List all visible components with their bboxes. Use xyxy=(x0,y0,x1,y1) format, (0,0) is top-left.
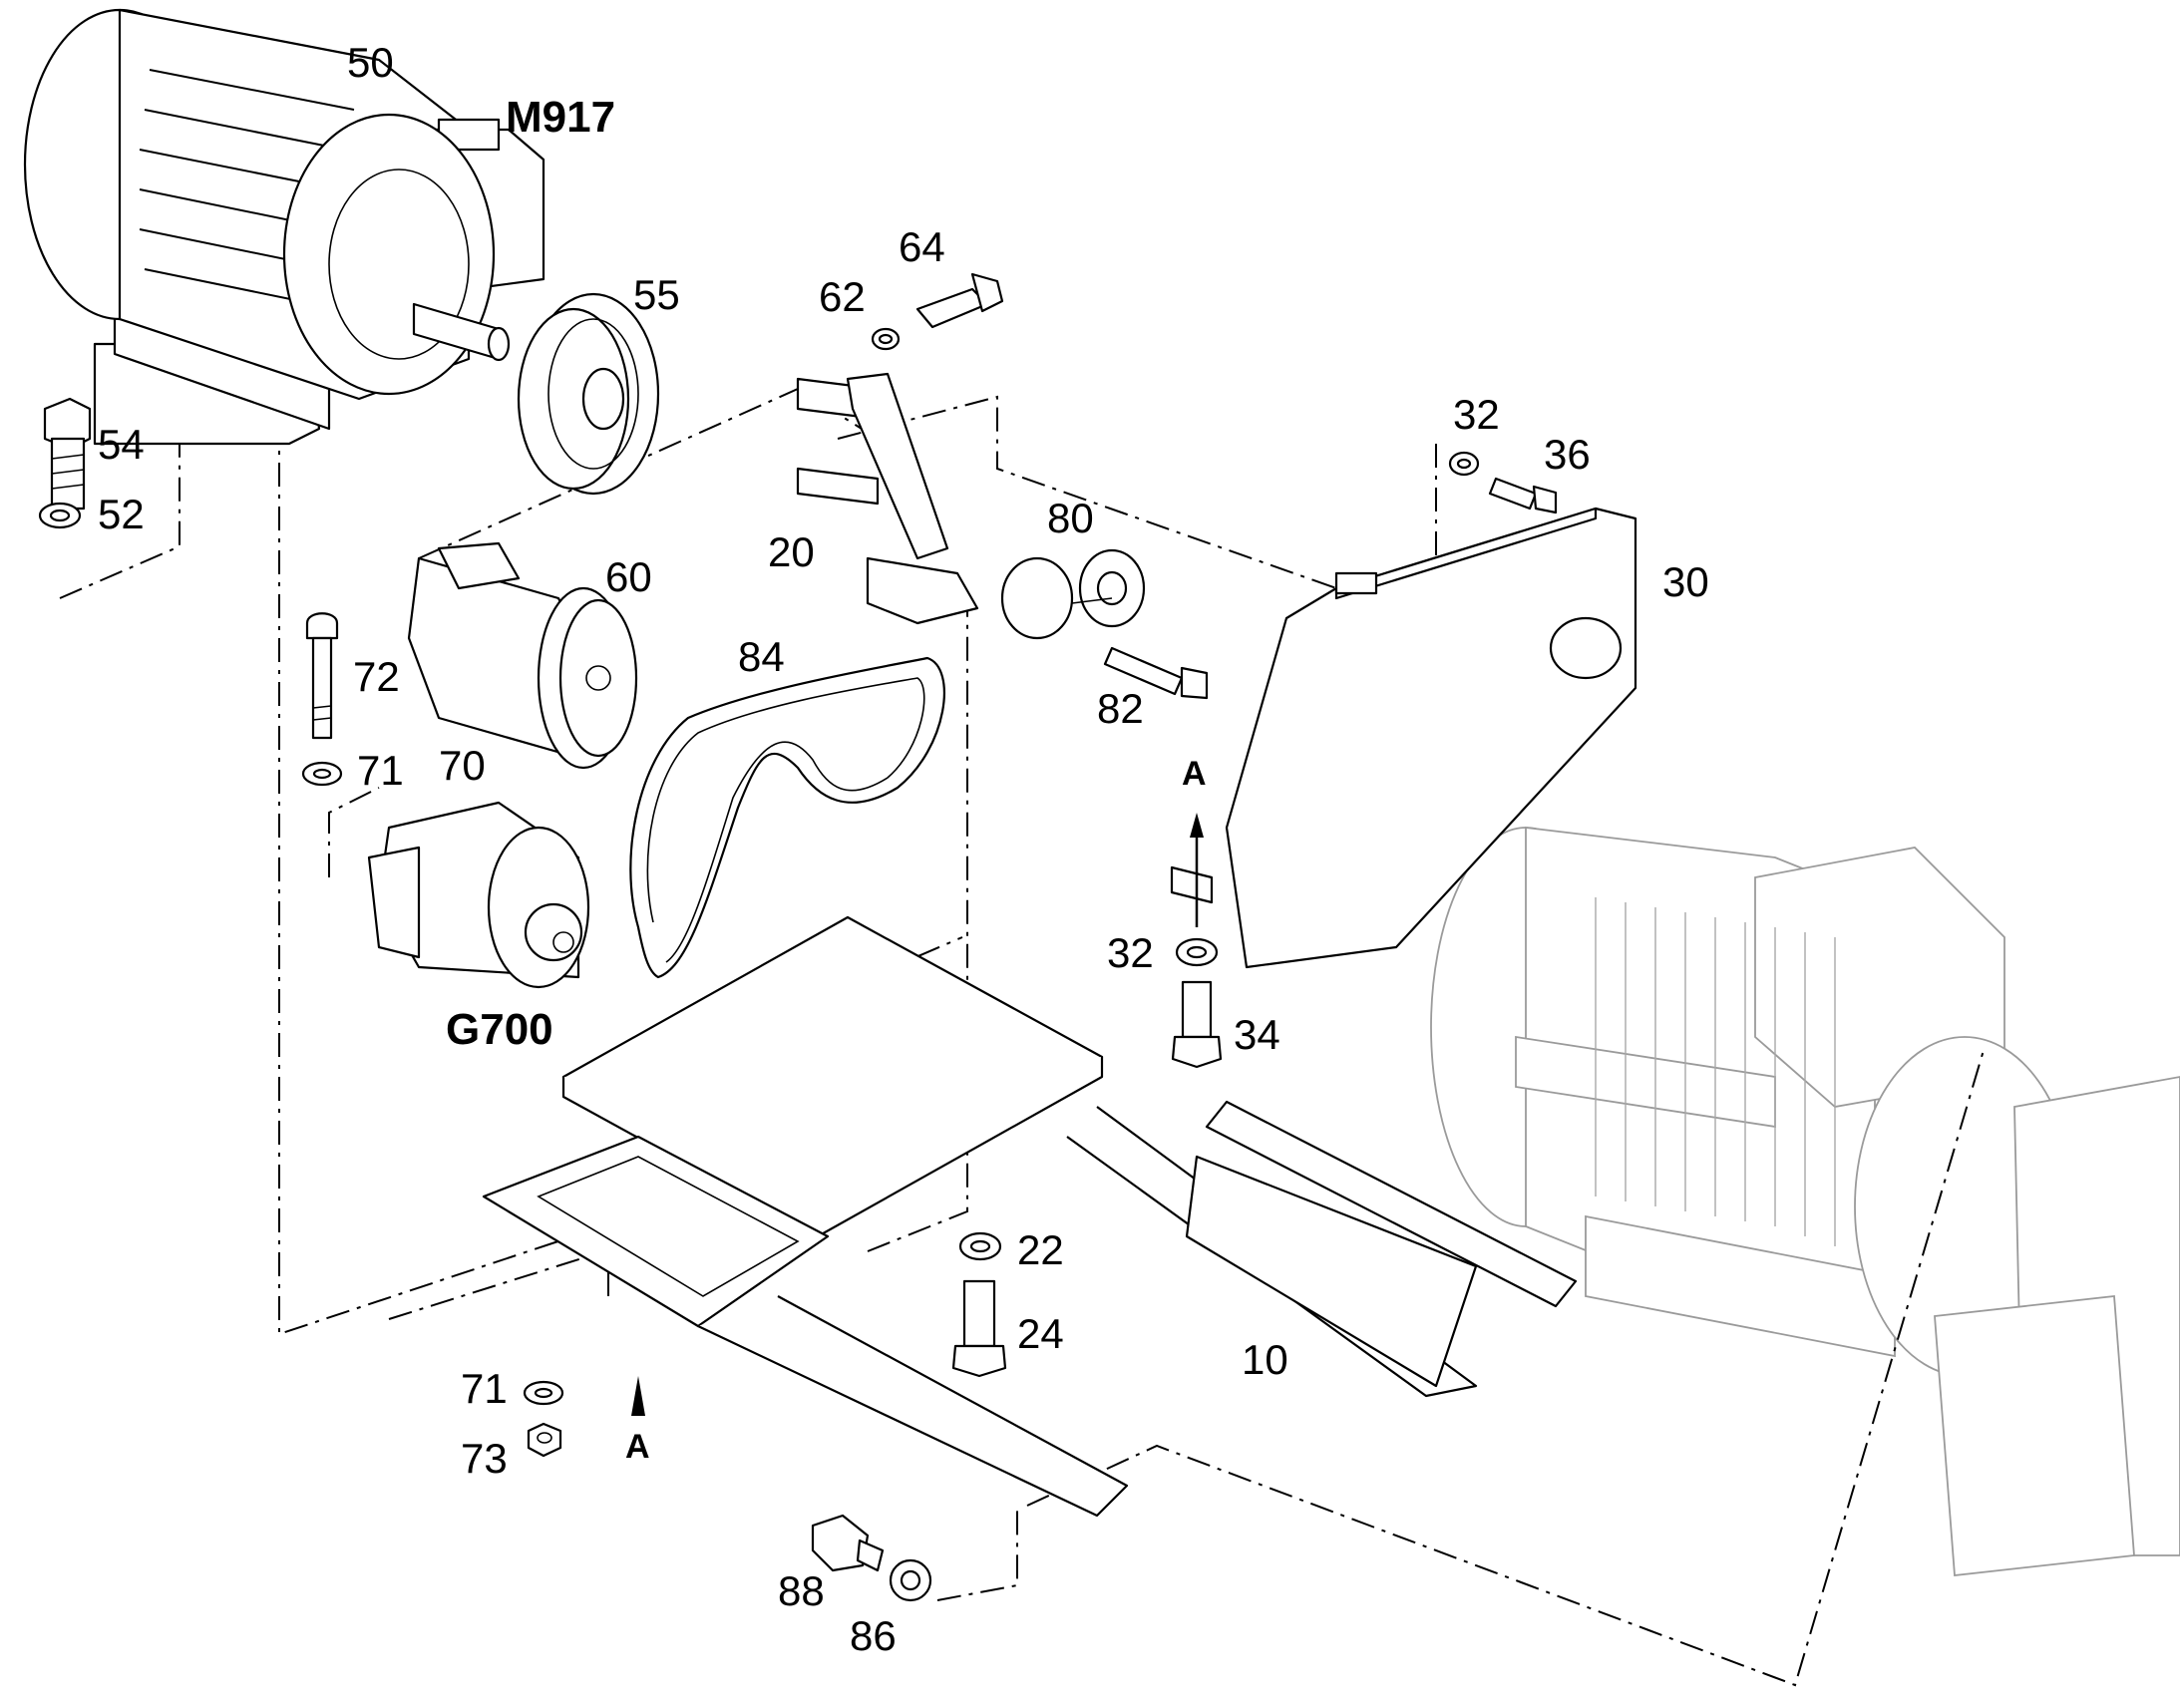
bolt-24 xyxy=(951,1279,1007,1378)
bolt-54 xyxy=(43,397,92,511)
label-part-32-lower: 32 xyxy=(1107,929,1154,976)
drive-belt xyxy=(629,656,945,979)
bolt-82 xyxy=(1103,646,1209,700)
label-part-88: 88 xyxy=(778,1567,825,1614)
label-part-62: 62 xyxy=(819,273,866,320)
section-arrow-lower xyxy=(631,1376,645,1416)
bolt-72 xyxy=(305,612,339,740)
label-part-55: 55 xyxy=(633,271,680,318)
section-arrow-upper xyxy=(1190,813,1204,927)
belt-tensioner xyxy=(1000,548,1146,640)
washer-62 xyxy=(871,327,901,351)
label-part-22: 22 xyxy=(1017,1226,1064,1273)
label-section-a-upper: A xyxy=(1182,755,1207,793)
label-part-84: 84 xyxy=(738,633,785,680)
bolt-64 xyxy=(915,272,1004,329)
washer-71-upper xyxy=(301,761,343,787)
label-part-54: 54 xyxy=(98,421,145,468)
washer-71-lower xyxy=(523,1380,564,1406)
label-part-71-lower: 71 xyxy=(461,1365,508,1412)
washer-32-upper xyxy=(1448,451,1480,477)
compressor xyxy=(407,541,638,770)
label-part-73: 73 xyxy=(461,1435,508,1482)
motor-m917 xyxy=(23,8,545,446)
washer-32-lower xyxy=(1175,937,1219,967)
label-part-32-upper: 32 xyxy=(1453,391,1500,438)
label-generator-g700: G700 xyxy=(446,1005,553,1054)
label-section-a-lower: A xyxy=(625,1428,650,1466)
bolt-34 xyxy=(1171,980,1223,1069)
label-part-72: 72 xyxy=(353,653,400,700)
pulley xyxy=(517,292,660,496)
bolt-88 xyxy=(811,1514,885,1572)
label-part-50: 50 xyxy=(347,39,394,86)
label-part-34: 34 xyxy=(1234,1011,1280,1058)
tensioner-bracket xyxy=(796,372,979,625)
bolt-36 xyxy=(1488,477,1558,514)
background-motor-assembly xyxy=(1430,826,2180,1576)
label-part-80: 80 xyxy=(1047,495,1094,541)
washer-86 xyxy=(889,1558,932,1602)
label-part-52: 52 xyxy=(98,491,145,537)
label-part-70: 70 xyxy=(439,742,486,789)
label-part-60: 60 xyxy=(605,553,652,600)
generator-g700 xyxy=(367,801,590,989)
label-part-10: 10 xyxy=(1242,1336,1288,1383)
label-part-30: 30 xyxy=(1662,558,1709,605)
nut-73 xyxy=(527,1422,562,1458)
label-part-20: 20 xyxy=(768,528,815,575)
washer-22 xyxy=(958,1231,1002,1261)
washer-52 xyxy=(38,502,82,529)
label-motor-m917: M917 xyxy=(506,93,615,142)
belt-guard xyxy=(1170,507,1637,969)
label-part-36: 36 xyxy=(1544,431,1591,478)
label-part-64: 64 xyxy=(899,223,945,270)
base-frame xyxy=(482,915,1578,1518)
label-part-24: 24 xyxy=(1017,1310,1064,1357)
label-part-86: 86 xyxy=(850,1612,897,1659)
label-part-71-upper: 71 xyxy=(357,747,404,794)
label-part-82: 82 xyxy=(1097,685,1144,732)
